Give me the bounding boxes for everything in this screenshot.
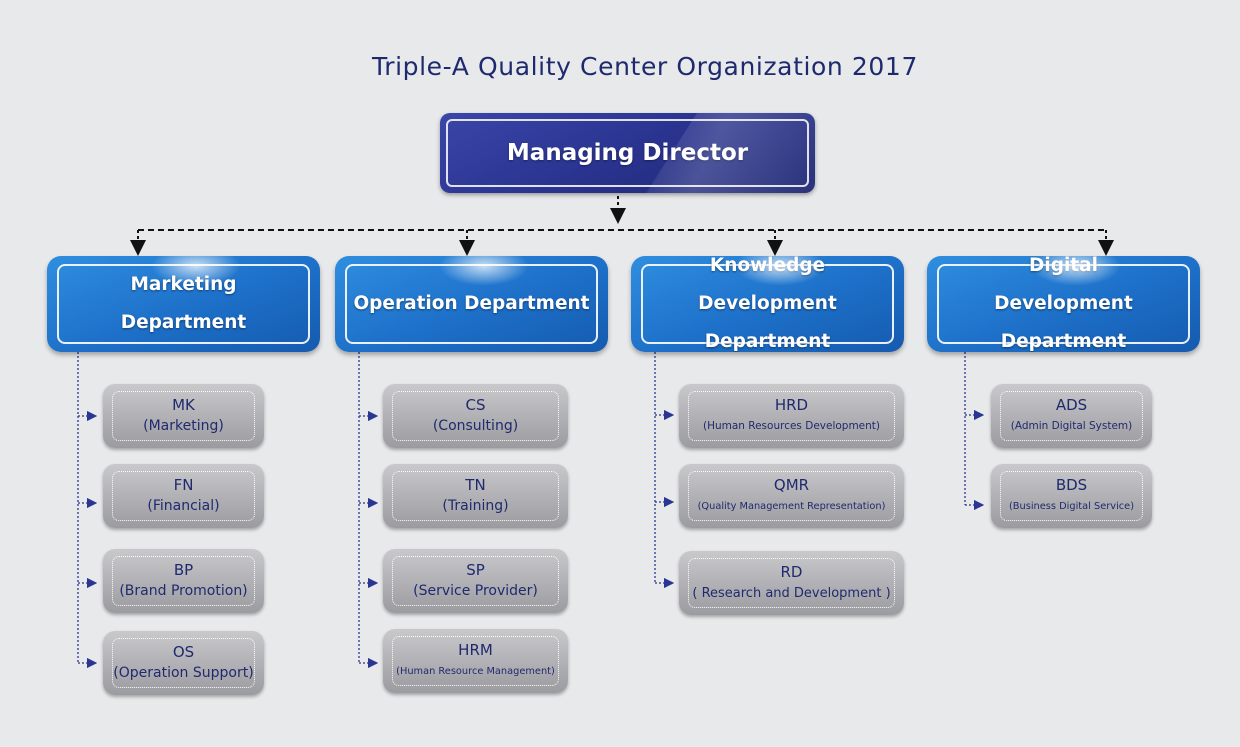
unit-full-name: (Consulting) — [432, 418, 519, 434]
unit-abbr: HRD — [774, 396, 809, 414]
unit-abbr: TN — [465, 476, 486, 494]
unit-full-name: (Financial) — [147, 498, 220, 514]
unit-tn[interactable]: TN (Training) — [383, 464, 568, 528]
unit-full-name: (Service Provider) — [413, 583, 538, 599]
dept-label: Operation Department — [353, 293, 590, 314]
unit-abbr: QMR — [773, 476, 810, 494]
chart-title: Triple-A Quality Center Organization 201… — [372, 52, 918, 81]
unit-abbr: ADS — [1055, 396, 1088, 414]
unit-mk[interactable]: MK (Marketing) — [103, 384, 264, 448]
dept-digital-development[interactable]: Digital Development Department — [927, 256, 1200, 352]
unit-full-name: (Human Resource Management) — [396, 666, 555, 677]
unit-full-name: (Human Resources Development) — [702, 420, 881, 432]
unit-abbr: BDS — [1055, 476, 1088, 494]
dept-knowledge-development[interactable]: Knowledge Development Department — [631, 256, 904, 352]
unit-abbr: MK — [172, 396, 195, 414]
unit-abbr: RD — [780, 563, 803, 581]
unit-hrm[interactable]: HRM (Human Resource Management) — [383, 629, 568, 693]
unit-bds[interactable]: BDS (Business Digital Service) — [991, 464, 1152, 528]
unit-abbr: HRM — [458, 641, 493, 659]
dept-label: Digital Development Department — [994, 256, 1133, 352]
unit-full-name: (Training) — [442, 498, 509, 514]
managing-director-box[interactable]: Managing Director — [440, 113, 815, 193]
unit-full-name: (Admin Digital System) — [1010, 420, 1133, 432]
unit-abbr: BP — [173, 561, 194, 579]
dept-label: Knowledge Development Department — [698, 256, 837, 352]
unit-full-name: (Quality Management Representation) — [697, 501, 886, 512]
dept-marketing[interactable]: Marketing Department — [47, 256, 320, 352]
unit-rd[interactable]: RD ( Research and Development ) — [679, 551, 904, 615]
unit-full-name: (Brand Promotion) — [119, 583, 248, 599]
unit-full-name: (Operation Support) — [113, 665, 254, 681]
unit-ads[interactable]: ADS (Admin Digital System) — [991, 384, 1152, 448]
dept-label: Marketing Department — [120, 274, 247, 333]
unit-hrd[interactable]: HRD (Human Resources Development) — [679, 384, 904, 448]
managing-director-label: Managing Director — [506, 140, 749, 166]
unit-sp[interactable]: SP (Service Provider) — [383, 549, 568, 613]
unit-full-name: (Marketing) — [143, 418, 224, 434]
unit-full-name: (Business Digital Service) — [1008, 501, 1135, 512]
unit-bp[interactable]: BP (Brand Promotion) — [103, 549, 264, 613]
unit-os[interactable]: OS (Operation Support) — [103, 631, 264, 695]
unit-full-name: ( Research and Development ) — [692, 586, 891, 601]
unit-fn[interactable]: FN (Financial) — [103, 464, 264, 528]
unit-qmr[interactable]: QMR (Quality Management Representation) — [679, 464, 904, 528]
unit-abbr: CS — [465, 396, 486, 414]
unit-cs[interactable]: CS (Consulting) — [383, 384, 568, 448]
unit-abbr: FN — [173, 476, 194, 494]
unit-abbr: SP — [466, 561, 485, 579]
unit-abbr: OS — [172, 643, 195, 661]
dept-operation[interactable]: Operation Department — [335, 256, 608, 352]
